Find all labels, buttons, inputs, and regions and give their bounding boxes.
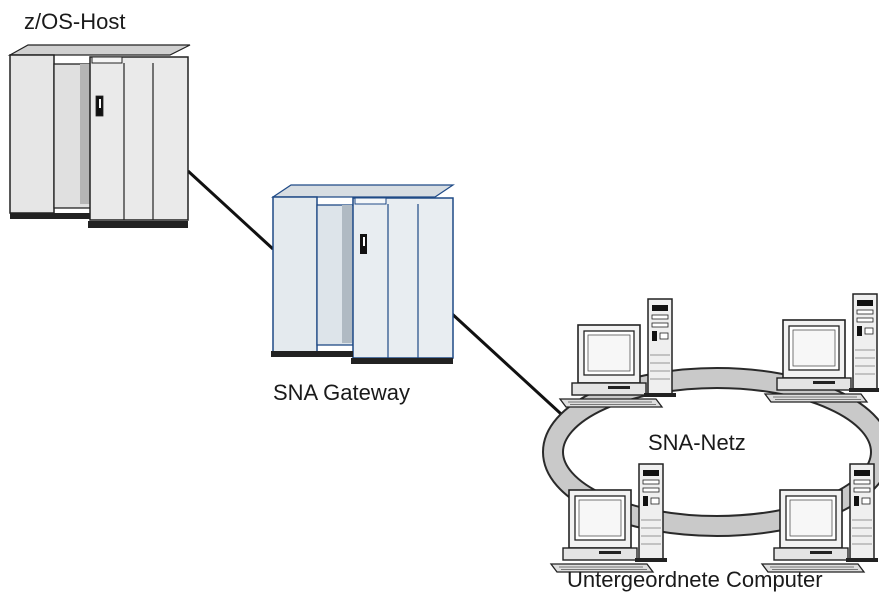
gateway-mainframe: [271, 184, 455, 364]
network-ring: [542, 367, 879, 537]
workstation-bottom-right: [761, 463, 879, 573]
gateway-label: SNA Gateway: [273, 380, 410, 405]
host-gateway-link: [186, 169, 275, 251]
workstation-top-left: [559, 298, 677, 408]
host-label: z/OS-Host: [24, 9, 126, 34]
host-mainframe: [7, 44, 191, 228]
network-label: SNA-Netz: [648, 430, 746, 455]
gateway-network-link: [448, 310, 574, 426]
workstation-top-right: [764, 293, 879, 403]
computers-label: Untergeordnete Computer: [567, 567, 823, 592]
